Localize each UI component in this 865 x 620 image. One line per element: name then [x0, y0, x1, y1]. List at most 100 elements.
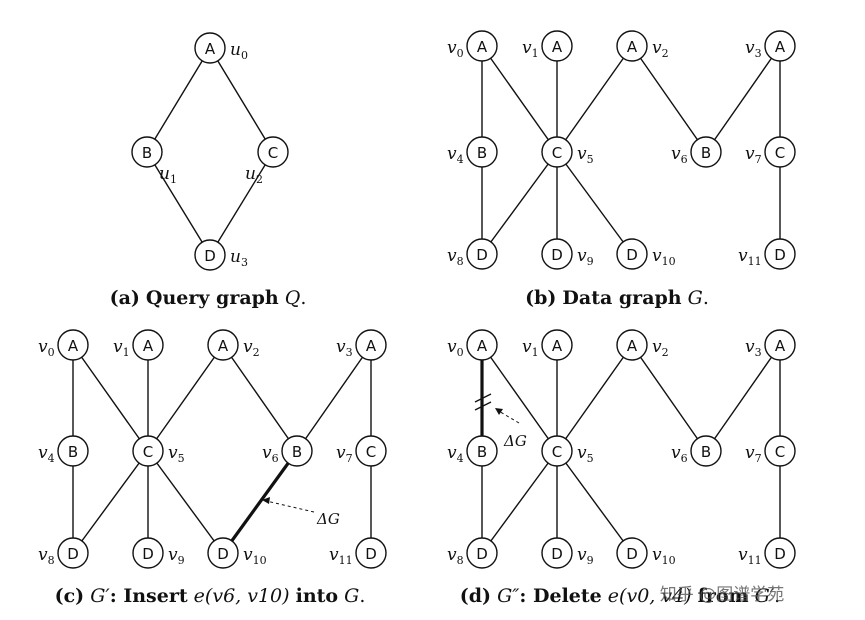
node-label: A [477, 38, 488, 56]
edges-layer [72, 45, 781, 554]
node-label: D [476, 545, 488, 563]
vertex-label-v3: v3 [745, 38, 762, 60]
vertex-label-v0: v0 [447, 38, 464, 60]
node-label: B [701, 443, 711, 461]
node-label: A [218, 337, 229, 355]
node-circle [541, 537, 573, 569]
vertex-label-v5: v5 [168, 443, 185, 465]
node-d-v10: D [616, 537, 648, 569]
node-c-v7: C [355, 435, 387, 467]
node-label: D [774, 545, 786, 563]
edge-u2-u3 [209, 151, 274, 256]
svg-text:v10: v10 [652, 246, 676, 268]
vertex-label-v6: v6 [671, 144, 688, 166]
edge-c-v5-v10 [147, 450, 224, 554]
node-label: A [366, 337, 377, 355]
node-circle [207, 537, 239, 569]
node-circle [194, 32, 226, 64]
caption-a: (a) Query graph Q. [110, 287, 307, 309]
svg-text:v11: v11 [738, 246, 762, 268]
svg-text:v3: v3 [336, 337, 353, 359]
node-c-v4: B [57, 435, 89, 467]
node-label: C [366, 443, 376, 461]
vertex-label-u1: u1 [159, 164, 177, 186]
caption-b: (b) Data graph G. [525, 287, 709, 309]
vertex-label-v9: v9 [168, 545, 185, 567]
node-circle [616, 238, 648, 270]
vertex-label-u0: u0 [230, 40, 248, 62]
node-d-v9: D [541, 537, 573, 569]
node-circle [764, 30, 796, 62]
node-b-v9: D [541, 238, 573, 270]
vertex-label-v5: v5 [577, 443, 594, 465]
svg-text:v1: v1 [113, 337, 130, 359]
svg-text:v3: v3 [745, 38, 762, 60]
node-label: A [775, 38, 786, 56]
node-d-v3: A [764, 329, 796, 361]
node-circle [257, 136, 289, 168]
node-circle [690, 136, 722, 168]
node-d-v8: D [466, 537, 498, 569]
node-circle [764, 238, 796, 270]
node-label: A [68, 337, 79, 355]
node-circle [764, 435, 796, 467]
svg-text:v0: v0 [447, 337, 464, 359]
node-circle [132, 537, 164, 569]
node-label: A [205, 40, 216, 58]
svg-text:v2: v2 [652, 38, 669, 60]
node-circle [616, 537, 648, 569]
node-circle [132, 435, 164, 467]
delta-arrow-c [261, 499, 315, 513]
node-d-v1: A [541, 329, 573, 361]
edge-d-v2-v6 [631, 344, 707, 452]
vertex-label-v3: v3 [745, 337, 762, 359]
vertex-label-v10: v10 [652, 246, 676, 268]
vertex-label-v0: v0 [447, 337, 464, 359]
caption-c: (c) G′: Insert e(v6, v10) into G. [55, 585, 366, 607]
edge-d-v6-v3 [705, 344, 781, 452]
node-label: B [701, 144, 711, 162]
svg-text:(a) Query graph Q.: (a) Query graph Q. [110, 287, 307, 309]
vertex-label-v9: v9 [577, 545, 594, 567]
node-b-v1: A [541, 30, 573, 62]
svg-text:v11: v11 [329, 545, 353, 567]
node-circle [764, 136, 796, 168]
delta-label-c: ΔG [316, 510, 340, 528]
node-c-v11: D [355, 537, 387, 569]
node-b-v4: B [466, 136, 498, 168]
svg-text:(c) G′: Insert e(v: (c) G′: Insert e(v6, v10) into G. [55, 585, 366, 607]
node-label: B [477, 443, 487, 461]
watermark: 知乎 @图谱学苑 [660, 585, 784, 605]
node-circle [131, 136, 163, 168]
svg-text:v5: v5 [168, 443, 185, 465]
vertex-label-v10: v10 [652, 545, 676, 567]
svg-text:v9: v9 [577, 246, 594, 268]
node-label: B [142, 144, 152, 162]
edge-d-v5-v10 [556, 450, 633, 554]
node-circle [690, 435, 722, 467]
node-b-v2: A [616, 30, 648, 62]
node-label: C [775, 144, 785, 162]
vertex-label-v7: v7 [745, 443, 762, 465]
svg-text:v6: v6 [671, 443, 688, 465]
svg-text:v8: v8 [447, 246, 464, 268]
node-b-v8: D [466, 238, 498, 270]
edge-u1-u3 [146, 151, 211, 256]
vertex-label-v9: v9 [577, 246, 594, 268]
node-circle [466, 136, 498, 168]
svg-text:v10: v10 [243, 545, 267, 567]
node-label: C [552, 144, 562, 162]
edge-b-v5-v10 [556, 151, 633, 255]
vertex-label-v1: v1 [522, 38, 539, 60]
svg-text:v6: v6 [671, 144, 688, 166]
node-label: D [551, 246, 563, 264]
node-label: A [477, 337, 488, 355]
node-circle [764, 537, 796, 569]
edge-c-v2-v5 [147, 344, 224, 452]
svg-text:v10: v10 [652, 545, 676, 567]
delta-label-d: ΔG [503, 432, 527, 450]
vertex-label-v0: v0 [38, 337, 55, 359]
node-circle [57, 537, 89, 569]
edge-u0-u2 [209, 47, 274, 153]
